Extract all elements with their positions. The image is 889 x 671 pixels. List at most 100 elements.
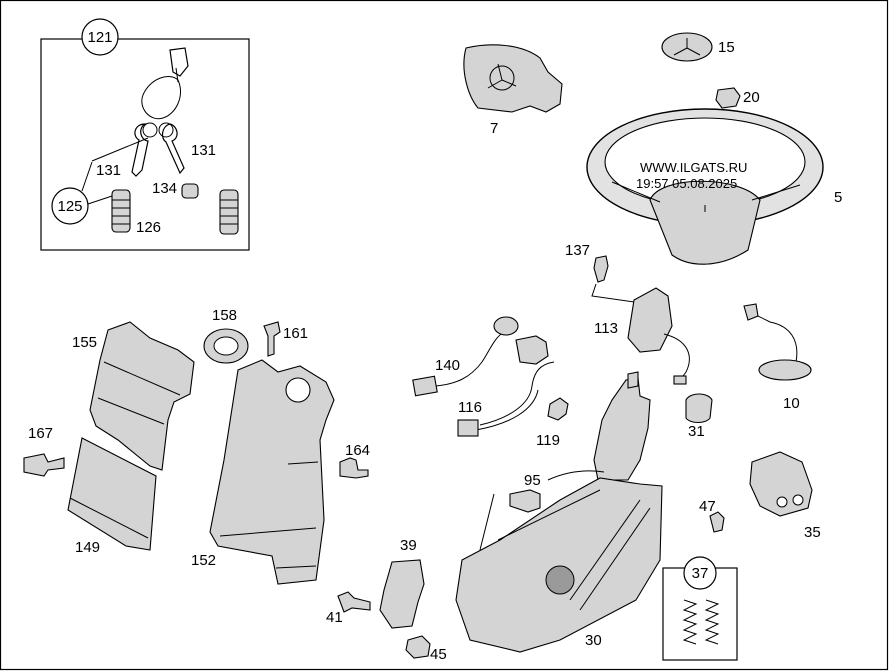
sensor-ring-10 [758, 359, 812, 381]
label-131b: 131 [191, 142, 216, 159]
label-164: 164 [345, 442, 370, 459]
steering-wheel-group: 7 15 20 5 WWW.ILGATS.RU 19:57 05.08.2025 [463, 32, 842, 265]
cover-upper-155 [89, 321, 195, 471]
lock-cylinder-second [219, 189, 239, 235]
wire-harness-116b [475, 389, 539, 431]
leader-95 [479, 493, 495, 551]
sensor-plug-10 [743, 303, 759, 321]
key-left-ring [142, 122, 158, 138]
bushing-31 [685, 393, 713, 424]
label-167: 167 [28, 425, 53, 442]
clock-spring-group: 137 113 10 31 [565, 242, 812, 440]
label-41: 41 [326, 609, 343, 626]
label-131a: 131 [96, 162, 121, 179]
callout-circle-125 [51, 187, 89, 225]
lock-cylinder-126 [111, 189, 131, 233]
horn-pad-star [673, 38, 701, 56]
leader-131a [91, 137, 149, 162]
joint-group: 39 41 45 [326, 537, 447, 663]
covers-group: 155 149 167 158 161 152 164 [23, 307, 370, 585]
label-155: 155 [72, 334, 97, 351]
column-wire [547, 470, 605, 481]
callout-circle-37 [683, 556, 717, 590]
watermark-line2: 19:57 05.08.2025 [636, 176, 737, 191]
nut-45 [405, 635, 431, 659]
callout-circle-121 [81, 18, 119, 56]
key-left [131, 123, 149, 177]
screw-167 [23, 453, 65, 477]
nut-20 [715, 87, 741, 109]
label-30: 30 [585, 632, 602, 649]
label-45: 45 [430, 646, 447, 663]
leader-137 [591, 283, 649, 305]
switch-block-35-hole-a [776, 496, 788, 508]
lock-cylinder-126-ribs [112, 199, 130, 225]
key-tag [169, 47, 189, 77]
key-right-ring [158, 122, 174, 138]
screw-164 [339, 457, 369, 479]
bolt-41 [337, 591, 371, 613]
right-parts-group: 35 37 [662, 451, 821, 661]
label-47: 47 [699, 498, 716, 515]
label-121: 121 [87, 29, 112, 46]
label-149: 149 [75, 539, 100, 556]
watermark-line1: WWW.ILGATS.RU [640, 160, 747, 175]
leader-125b [87, 195, 113, 205]
label-126: 126 [136, 219, 161, 236]
clock-spring-113 [627, 287, 673, 353]
label-20: 20 [743, 89, 760, 106]
label-152: 152 [191, 552, 216, 569]
column-bracket-30-rail [497, 489, 651, 611]
label-161: 161 [283, 325, 308, 342]
grommet-140 [493, 316, 519, 336]
steering-wheel-hub [649, 180, 761, 265]
label-113: 113 [594, 320, 618, 337]
bolt-95 [509, 489, 541, 513]
spring-left [682, 599, 698, 645]
key-set-group: 121 131 131 125 126 134 [40, 18, 250, 251]
label-31: 31 [688, 423, 705, 440]
cover-upper-155-edge [97, 361, 181, 425]
airbag-module-7 [463, 44, 563, 113]
label-35: 35 [804, 524, 821, 541]
airbag-logo-ring [489, 65, 515, 91]
shroud-152-lines [219, 527, 317, 569]
label-125: 125 [57, 198, 82, 215]
steering-column-group: 30 95 47 [455, 371, 725, 653]
screw-137 [593, 255, 609, 283]
label-39: 39 [400, 537, 417, 554]
label-119: 119 [536, 432, 560, 449]
label-158: 158 [212, 307, 237, 324]
lock-cylinder-second-ribs [220, 199, 238, 225]
clock-spring-113-cable [663, 333, 690, 381]
clock-spring-113-plug [673, 375, 687, 385]
label-5: 5 [834, 189, 842, 206]
label-10: 10 [783, 395, 800, 412]
label-37: 37 [692, 565, 709, 582]
sensor-cable-10 [749, 311, 798, 363]
spring-right [704, 599, 720, 645]
label-116: 116 [458, 399, 482, 416]
grommet-158-hole [213, 336, 239, 356]
label-15: 15 [718, 39, 735, 56]
key-ring [141, 76, 181, 120]
switch-body-116 [515, 335, 549, 365]
connector-116 [457, 419, 479, 437]
column-bracket-30 [455, 477, 663, 653]
bolt-119 [547, 397, 569, 421]
label-7: 7 [490, 120, 498, 137]
cover-lower-149-edge [69, 497, 149, 539]
key-set-frame [40, 38, 250, 251]
shroud-152 [209, 359, 335, 585]
shroud-152-boss [285, 377, 311, 403]
wire-harness-116 [479, 361, 555, 426]
screw-47 [709, 511, 725, 533]
column-pivot [545, 565, 575, 595]
screw-161 [263, 321, 281, 357]
label-95: 95 [524, 472, 541, 489]
wire-harness-140 [435, 331, 505, 387]
label-134: 134 [152, 180, 177, 197]
label-137: 137 [565, 242, 590, 259]
universal-joint-39 [379, 559, 425, 629]
